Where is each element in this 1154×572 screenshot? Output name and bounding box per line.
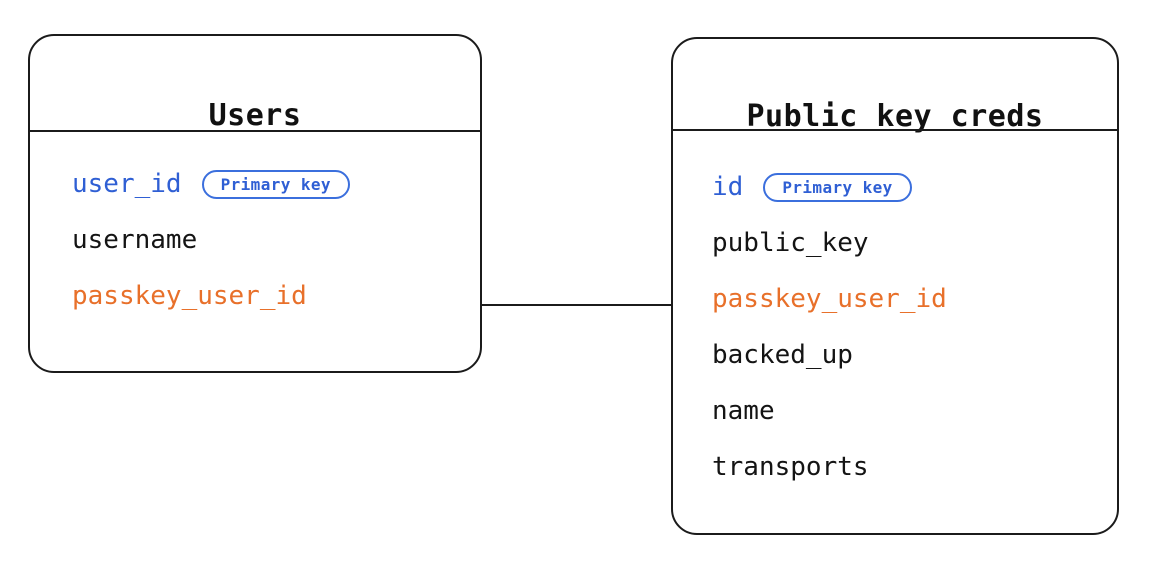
field-name-backed-up: backed_up	[712, 340, 853, 370]
field-row[interactable]: transports	[673, 439, 1117, 495]
field-name-passkey-user-id: passkey_user_id	[712, 284, 947, 314]
field-row[interactable]: passkey_user_id	[673, 271, 1117, 327]
entity-title-users: Users	[208, 98, 302, 133]
entity-field-list-public-key-creds: id Primary key public_key passkey_user_i…	[673, 159, 1117, 495]
primary-key-badge: Primary key	[201, 169, 350, 199]
entity-field-list-users: user_id Primary key username passkey_use…	[30, 156, 480, 324]
field-name-transports: transports	[712, 452, 869, 482]
field-row[interactable]: user_id Primary key	[30, 156, 480, 212]
field-name-id: id	[712, 172, 744, 202]
field-row[interactable]: id Primary key	[673, 159, 1117, 215]
entity-box-public-key-creds[interactable]: Public key creds id Primary key public_k…	[671, 37, 1119, 535]
field-name-user-id: user_id	[72, 169, 182, 199]
field-row[interactable]: name	[673, 383, 1117, 439]
entity-header-divider	[30, 130, 480, 132]
field-name-name: name	[712, 396, 775, 426]
entity-header-divider	[673, 129, 1117, 131]
field-row[interactable]: backed_up	[673, 327, 1117, 383]
entity-box-users[interactable]: Users user_id Primary key username passk…	[28, 34, 482, 373]
field-row[interactable]: public_key	[673, 215, 1117, 271]
field-name-passkey-user-id: passkey_user_id	[72, 281, 307, 311]
entity-title-public-key-creds: Public key creds	[746, 99, 1044, 134]
field-name-public-key: public_key	[712, 228, 869, 258]
relationship-connector-line	[480, 304, 673, 306]
field-name-username: username	[72, 225, 198, 255]
primary-key-badge: Primary key	[763, 172, 912, 202]
field-row[interactable]: passkey_user_id	[30, 268, 480, 324]
field-row[interactable]: username	[30, 212, 480, 268]
